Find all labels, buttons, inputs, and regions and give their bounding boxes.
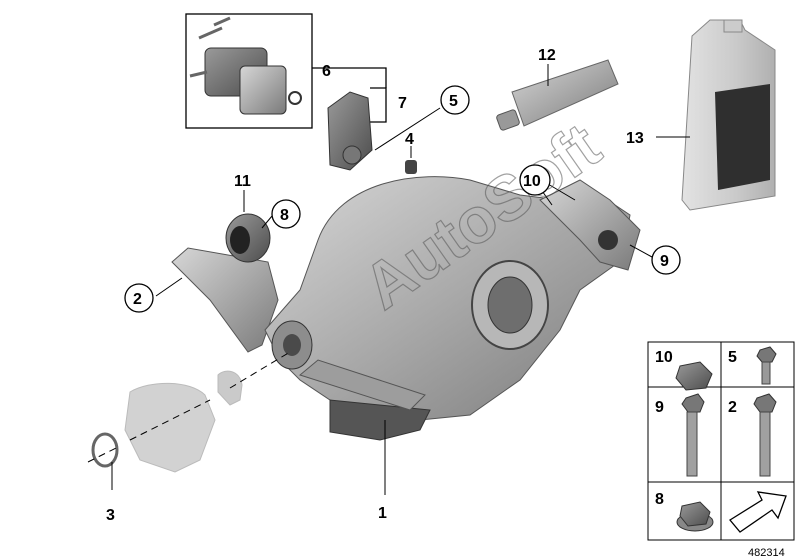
actuator-motor [189, 16, 302, 115]
callout-9: 9 [660, 253, 669, 270]
callout-2: 2 [133, 291, 142, 308]
actuator-frame [185, 13, 313, 129]
table-cell-8: 8 [655, 491, 664, 508]
flange-nut-icon [676, 501, 714, 532]
bracket-part [327, 91, 373, 171]
table-cell-5: 5 [728, 349, 737, 366]
table-cell-10: 10 [655, 349, 673, 366]
plug-part [405, 160, 417, 174]
callout-5: 5 [449, 93, 458, 110]
callout-4: 4 [405, 131, 414, 148]
short-bolt-icon [756, 346, 777, 385]
long-bolt-icon [681, 393, 705, 477]
arrow-icon [729, 491, 787, 533]
actuator-group [185, 13, 387, 129]
callout-12: 12 [538, 47, 556, 64]
bushing-part [225, 213, 271, 263]
sealant-tube [496, 59, 619, 131]
long-bolt-icon [753, 393, 777, 477]
table-cell-2: 2 [728, 399, 737, 416]
nut-icon [675, 361, 713, 391]
oil-bottle [681, 19, 776, 211]
callout-labels: 1 2 3 4 5 6 7 8 9 10 11 12 13 [106, 47, 681, 524]
differential-housing [171, 176, 641, 441]
reference-number: 482314 [748, 547, 785, 559]
callout-10: 10 [523, 173, 541, 190]
parts-table: 10 5 9 2 8 [647, 341, 795, 541]
callout-11: 11 [234, 173, 251, 190]
callout-8: 8 [280, 207, 289, 224]
callout-1: 1 [378, 505, 387, 522]
callout-7: 7 [398, 95, 407, 112]
shaft-ghost-parts [87, 351, 291, 473]
callout-13: 13 [626, 130, 644, 147]
table-cell-9: 9 [655, 399, 664, 416]
callout-6: 6 [322, 63, 331, 80]
callout-3: 3 [106, 507, 115, 524]
